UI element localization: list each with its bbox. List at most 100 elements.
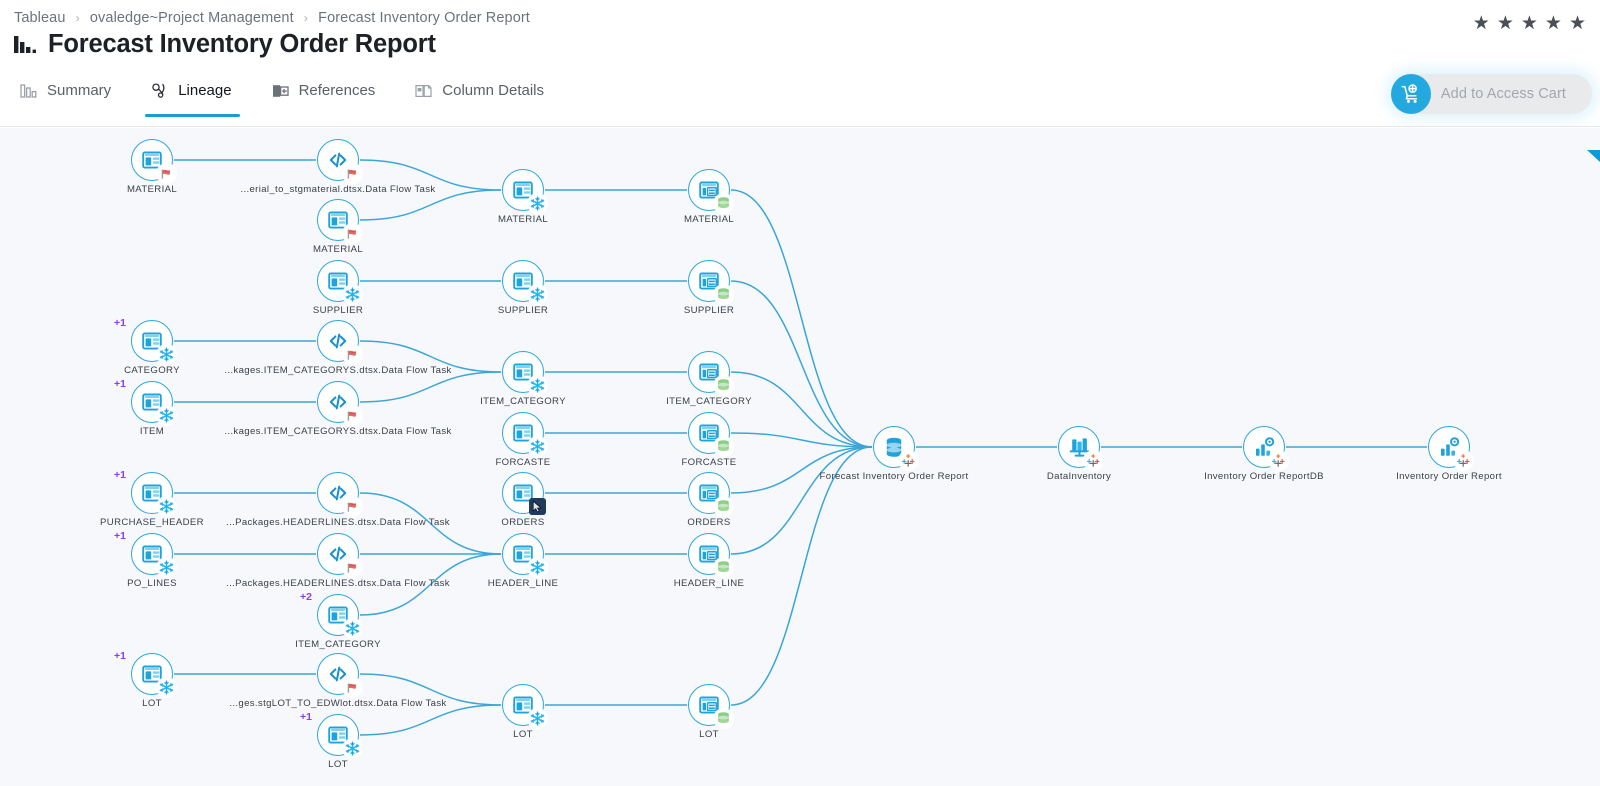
- lineage-node[interactable]: ...Packages.HEADERLINES.dtsx.Data Flow T…: [226, 533, 450, 589]
- star-icon[interactable]: ★: [1496, 13, 1514, 34]
- node-collapsed-count-badge[interactable]: +1: [114, 530, 126, 542]
- flag-icon: [343, 497, 362, 516]
- lineage-node[interactable]: ...ges.stgLOT_TO_EDWlot.dtsx.Data Flow T…: [229, 653, 446, 709]
- lineage-edge: [730, 446, 873, 555]
- snowflake-icon: [528, 194, 547, 213]
- lineage-node[interactable]: Inventory Order ReportDB: [1204, 426, 1324, 482]
- node-collapsed-count-badge[interactable]: +1: [114, 378, 126, 390]
- lineage-node[interactable]: ...erial_to_stgmaterial.dtsx.Data Flow T…: [240, 139, 435, 195]
- lineage-node[interactable]: ITEM_CATEGORY: [480, 351, 566, 407]
- lineage-edges: [173, 159, 1427, 736]
- flag-icon: [343, 224, 362, 243]
- star-icon[interactable]: ★: [1520, 13, 1538, 34]
- lineage-node[interactable]: MATERIAL: [684, 169, 734, 225]
- database-stack-icon[interactable]: [873, 426, 915, 468]
- lineage-node[interactable]: ...kages.ITEM_CATEGORYS.dtsx.Data Flow T…: [224, 381, 451, 437]
- db-icon: [714, 558, 733, 577]
- cart-add-icon: [1390, 74, 1431, 114]
- lineage-node[interactable]: DataInventory: [1047, 426, 1111, 482]
- node-collapsed-count-badge[interactable]: +2: [300, 591, 312, 603]
- tab-lineage[interactable]: Lineage: [145, 78, 249, 117]
- star-icon[interactable]: ★: [1568, 13, 1586, 34]
- lineage-node[interactable]: ...Packages.HEADERLINES.dtsx.Data Flow T…: [226, 472, 450, 528]
- table-icon[interactable]: [317, 594, 359, 636]
- lineage-edge: [359, 340, 502, 373]
- snowflake-icon: [343, 285, 362, 304]
- column-details-icon: [415, 83, 433, 99]
- lineage-node[interactable]: SUPPLIER: [684, 260, 734, 316]
- tableau-icon: [1269, 451, 1288, 470]
- rating-stars[interactable]: ★ ★ ★ ★ ★: [1473, 14, 1586, 33]
- node-collapsed-count-badge[interactable]: +1: [114, 317, 126, 329]
- lineage-node[interactable]: MATERIAL: [127, 139, 177, 195]
- breadcrumb-item-0[interactable]: Tableau: [14, 10, 66, 26]
- tab-references[interactable]: References: [266, 78, 394, 117]
- lineage-node[interactable]: MATERIAL: [498, 169, 548, 225]
- lineage-edge: [359, 492, 502, 555]
- table-icon[interactable]: [502, 472, 544, 514]
- lineage-node[interactable]: ORDERS: [501, 472, 546, 528]
- title-row: Forecast Inventory Order Report: [14, 30, 436, 59]
- lineage-graph-icon: [151, 82, 169, 99]
- lineage-node[interactable]: Inventory Order Report: [1396, 426, 1502, 482]
- lineage-node[interactable]: LOT: [688, 684, 733, 740]
- lineage-node[interactable]: Forecast Inventory Order Report: [820, 426, 968, 482]
- node-collapsed-count-badge[interactable]: +1: [114, 650, 126, 662]
- lineage-canvas[interactable]: MATERIAL...erial_to_stgmaterial.dtsx.Dat…: [0, 128, 1600, 786]
- flag-icon: [343, 345, 362, 364]
- lineage-node[interactable]: FORCASTE: [495, 412, 550, 468]
- references-icon: [272, 83, 290, 99]
- lineage-edge: [730, 280, 873, 448]
- tab-summary-label: Summary: [47, 82, 112, 99]
- snowflake-icon: [528, 558, 547, 577]
- lineage-edge: [730, 446, 873, 494]
- lineage-node[interactable]: HEADER_LINE: [488, 533, 558, 589]
- tab-column-details[interactable]: Column Details: [409, 78, 562, 117]
- page-title: Forecast Inventory Order Report: [48, 30, 436, 58]
- table-icon[interactable]: [502, 412, 544, 454]
- breadcrumb-separator: ›: [75, 11, 80, 25]
- star-icon[interactable]: ★: [1544, 13, 1562, 34]
- code-icon[interactable]: [317, 320, 359, 362]
- lineage-node[interactable]: FORCASTE: [681, 412, 736, 468]
- lineage-node[interactable]: ...kages.ITEM_CATEGORYS.dtsx.Data Flow T…: [224, 320, 451, 376]
- code-icon[interactable]: [317, 653, 359, 695]
- lineage-node[interactable]: MATERIAL: [313, 199, 363, 255]
- lineage-edge: [359, 159, 502, 191]
- node-collapsed-count-badge[interactable]: +1: [114, 469, 126, 481]
- lineage-node[interactable]: ITEM_CATEGORY: [666, 351, 752, 407]
- expand-panel-triangle-icon[interactable]: [1587, 150, 1600, 162]
- db-icon: [714, 709, 733, 728]
- db-icon: [714, 437, 733, 456]
- tableau-icon: [899, 451, 918, 470]
- tab-summary[interactable]: Summary: [14, 78, 129, 117]
- add-to-access-cart-button[interactable]: Add to Access Cart: [1390, 74, 1592, 114]
- node-collapsed-count-badge[interactable]: +1: [300, 711, 312, 723]
- lineage-edge: [359, 553, 502, 616]
- snowflake-icon: [343, 739, 362, 758]
- page-header: Tableau › ovaledge~Project Management › …: [0, 0, 1600, 128]
- star-icon[interactable]: ★: [1472, 13, 1490, 34]
- summary-bars-icon: [20, 83, 38, 99]
- snowflake-icon: [157, 558, 176, 577]
- tab-column-details-label: Column Details: [442, 82, 545, 99]
- lineage-node[interactable]: LOT: [502, 684, 547, 740]
- lineage-node[interactable]: ORDERS: [687, 472, 733, 528]
- tableau-icon: [1084, 451, 1103, 470]
- breadcrumb-item-1[interactable]: ovaledge~Project Management: [89, 10, 294, 26]
- snowflake-icon: [157, 406, 176, 425]
- table-icon[interactable]: [131, 320, 173, 362]
- lineage-node[interactable]: SUPPLIER: [313, 260, 363, 316]
- breadcrumb-item-2[interactable]: Forecast Inventory Order Report: [318, 10, 530, 26]
- lineage-node[interactable]: SUPPLIER: [498, 260, 548, 316]
- code-icon[interactable]: [317, 139, 359, 181]
- lineage-node[interactable]: HEADER_LINE: [674, 533, 744, 589]
- table-alt-icon[interactable]: [688, 472, 730, 514]
